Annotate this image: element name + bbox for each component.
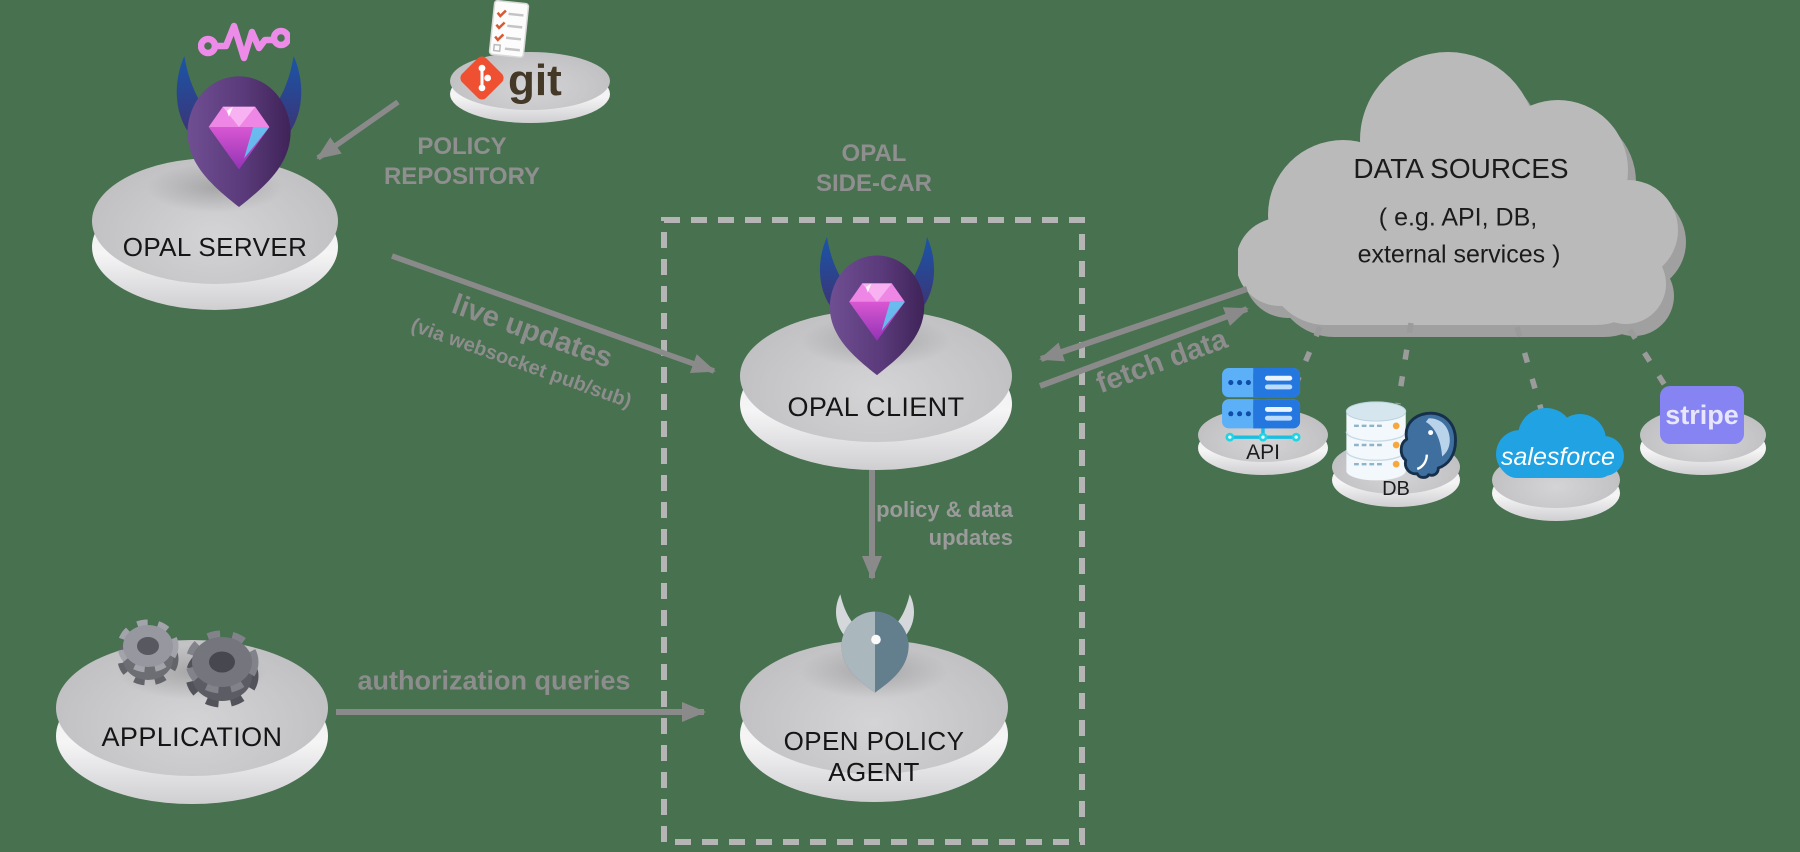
opal-mascot-icon — [176, 56, 302, 207]
opal-mascot-icon — [819, 236, 935, 376]
data-sources-subtitle2: external services ) — [1357, 240, 1561, 269]
opal-sidecar-title: OPAL SIDE-CAR — [816, 139, 932, 199]
policy-repository-title: POLICY REPOSITORY — [384, 132, 540, 192]
opal-server-node: OPAL SERVER — [92, 158, 338, 310]
salesforce-wordmark: salesforce — [1501, 443, 1615, 471]
server-unit — [1222, 367, 1301, 398]
salesforce-cloud-icon: salesforce — [1496, 408, 1624, 478]
opal-client-label: OPAL CLIENT — [787, 392, 965, 422]
api-source-label: API — [1246, 441, 1280, 464]
stripe-wordmark: stripe — [1665, 399, 1739, 430]
opal-sidecar-line2: SIDE-CAR — [815, 170, 933, 197]
policy-repository-line1: POLICY — [417, 133, 507, 160]
opa-mascot-icon — [836, 594, 914, 693]
policy-data-updates-line2: updates — [928, 525, 1013, 550]
postgres-icon — [1399, 411, 1457, 479]
cloud-body — [1238, 52, 1678, 325]
git-wordmark: git — [508, 56, 562, 105]
policy-repository-line2: REPOSITORY — [383, 163, 541, 190]
fetch-data-label: fetch data — [1091, 323, 1232, 400]
heartbeat-icon — [198, 22, 290, 62]
server-unit — [1222, 399, 1301, 429]
authorization-queries-label: authorization queries — [357, 665, 631, 696]
db-source-label: DB — [1382, 478, 1410, 500]
database-icon — [1345, 401, 1457, 481]
api-servers-icon — [1222, 367, 1301, 442]
open-policy-agent-label: OPEN POLICY AGENT — [740, 726, 1008, 788]
opa-label-line1: OPEN POLICY — [783, 726, 965, 756]
cloud-shape — [1238, 52, 1686, 337]
checklist-icon — [488, 0, 530, 59]
application-label: APPLICATION — [101, 722, 283, 752]
policy-data-updates-line1: policy & data — [876, 497, 1013, 522]
data-sources-subtitle1: ( e.g. API, DB, — [1378, 203, 1538, 232]
opal-server-label: OPAL SERVER — [122, 232, 308, 262]
opal-sidecar-line1: OPAL — [841, 140, 907, 167]
gears-icon — [117, 619, 259, 708]
opa-label-line2: AGENT — [828, 757, 920, 787]
git-diamond — [460, 56, 504, 100]
policy-data-updates-label: policy & data updates — [853, 496, 1013, 552]
git-icon: git — [460, 0, 562, 105]
stripe-logo: stripe — [1660, 386, 1744, 444]
data-sources-title: DATA SOURCES — [1353, 153, 1569, 184]
